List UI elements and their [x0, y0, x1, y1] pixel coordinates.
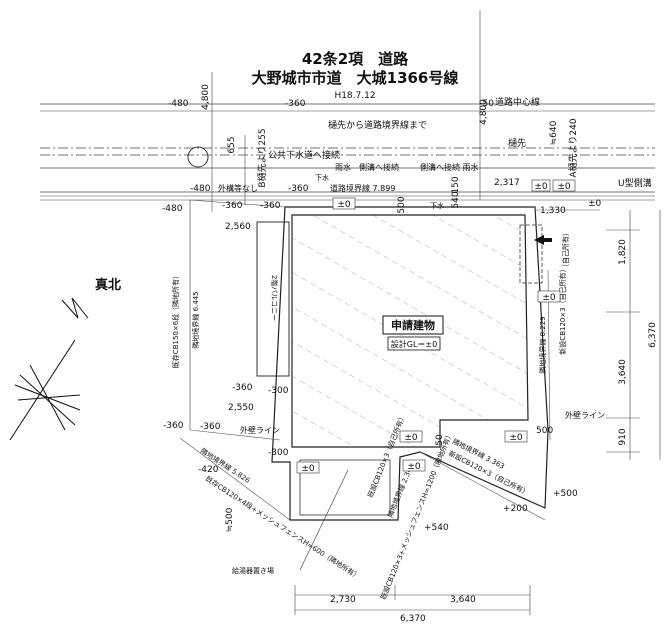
title-date: H18.7.12 [334, 91, 375, 101]
entrance-arrow-tail [544, 238, 552, 242]
west-wall-label: 既存CB150×6段（隣地所有） [171, 272, 180, 368]
water-heater-leader [299, 469, 349, 571]
manhole-symbol [187, 146, 209, 168]
building-name: 申請建物 [391, 318, 435, 332]
elev-e15: -420 [198, 465, 219, 475]
dim-500b: 500 [536, 426, 553, 436]
dim-2560: 2,560 [225, 222, 251, 232]
title-line-1: 42条2項 道路 [302, 50, 409, 68]
title-line-2: 大野城市市道 大城1366号線 [252, 69, 459, 87]
dim-6370r: 6,370 [648, 322, 658, 348]
zero-3: ±0 [588, 199, 602, 209]
dim-3640r: 3,640 [618, 359, 628, 385]
dim-50: 50 [435, 434, 445, 446]
dim-1820: 1,820 [618, 239, 628, 265]
elev-e16: +500 [553, 489, 578, 499]
elev-e7: -480 [162, 204, 183, 214]
parking-area [519, 224, 543, 284]
bottom-dimension-lines [294, 585, 531, 615]
dimension-labels: 4,800 4,800 655 B樋先より255 A樋先より240 ≒640 2… [201, 84, 658, 624]
elev-e17: +200 [503, 504, 528, 514]
zero-5: ±0 [404, 433, 418, 443]
dim-540: 540 [451, 191, 461, 208]
toi-label: 樋先 [508, 137, 526, 149]
parking-label: （自己所有） [561, 229, 570, 271]
west-boundary-label: 隣地境界線 6.445 [191, 291, 200, 348]
road-lines [40, 103, 655, 201]
water-heater-label: 給湯器置き場 [232, 566, 274, 575]
elev-e4: -480 [190, 184, 211, 194]
zero-4: ±0 [542, 293, 556, 303]
elev-e11: -360 [163, 421, 184, 431]
no-boundary-label: 外構等なし [218, 183, 258, 193]
sewer-label: 公共下水道へ接続 [268, 149, 340, 161]
zero-7: ±0 [301, 464, 315, 474]
elev-e8: -360 [222, 201, 243, 211]
building-gl: 設計GL＝±0 [391, 339, 437, 349]
elev-e3: -50 [479, 99, 494, 109]
dim-2730: 2,730 [330, 595, 356, 605]
zero-2: ±0 [557, 182, 571, 192]
u-gutter-label: U型側溝 [618, 177, 652, 189]
entrance-arrow-icon [534, 235, 544, 245]
dim-4800b: 4,800 [479, 99, 489, 125]
road-boundary-length: 道路境界線 7.899 [330, 183, 395, 193]
zero-marks: ±0 ±0 ±0 ±0 ±0 ±0 ±0 ±0 ±0 [296, 179, 602, 474]
dim-6370b: 6,370 [400, 614, 426, 624]
dim-toi255: B樋先より255 [256, 128, 268, 187]
dim-640: ≒640 [549, 120, 559, 145]
elev-e1: -480 [168, 99, 189, 109]
outer-line-left: 外壁ライン [240, 425, 280, 435]
building-gl-box [387, 336, 441, 351]
road-center-label: 道路中心線 [495, 96, 540, 108]
top-dimension-lines [189, 10, 661, 460]
zero-1: ±0 [337, 200, 351, 210]
sewer-mark-2: 下水 [430, 201, 444, 210]
dim-910: 910 [618, 428, 628, 445]
north-label: 真北 [95, 277, 121, 293]
zero-9: ±0 [534, 182, 548, 192]
elevation-labels: -480 -360 -50 -480 -360 -360 -480 -360 -… [162, 99, 578, 533]
balcony-rect [256, 221, 290, 377]
site-boundary [271, 206, 549, 521]
elev-e5: -360 [288, 184, 309, 194]
dim-toi240: A樋先より240 [567, 118, 579, 177]
balcony-label: 2階バルコニー [270, 275, 279, 321]
dim-3640b: 3,640 [450, 595, 476, 605]
elev-e9: -360 [232, 383, 253, 393]
rain-label: 雨水 側溝へ接続 [335, 162, 399, 172]
elev-e13: -360 [200, 422, 221, 432]
north-arrow-icon [9, 297, 89, 441]
zero-6: ±0 [509, 433, 523, 443]
water-heater-area [299, 459, 391, 516]
elev-e6: -360 [260, 201, 281, 211]
dim-655: 655 [227, 136, 237, 153]
zero-8: ±0 [407, 462, 421, 472]
dim-500a: 500 [397, 196, 407, 213]
gutter-connect-label: 側溝へ接続 雨水 [420, 162, 479, 172]
east-wall-label: 新設CB120×3（自己所有） [558, 265, 567, 354]
elev-e12: -300 [268, 448, 289, 458]
dim-1330: 1,330 [540, 206, 566, 216]
building-name-box [382, 315, 444, 335]
elev-e10: -300 [268, 386, 289, 396]
dim-150: 150 [451, 176, 461, 193]
sewer-mark-1: 下水 [315, 173, 329, 182]
dim-2317: 2,317 [494, 178, 520, 188]
elev-e18: +540 [424, 523, 449, 533]
elev-e2: -360 [285, 99, 306, 109]
boundary-note: 樋先から道路境界線まで [328, 119, 427, 131]
dim-4800a: 4,800 [201, 84, 211, 110]
east-boundary-label: 隣地境界線 8.229 [538, 316, 547, 373]
dim-500c: ≒500 [225, 507, 235, 532]
outer-line-right: 外壁ライン [565, 410, 605, 420]
dim-2550: 2,550 [228, 403, 254, 413]
